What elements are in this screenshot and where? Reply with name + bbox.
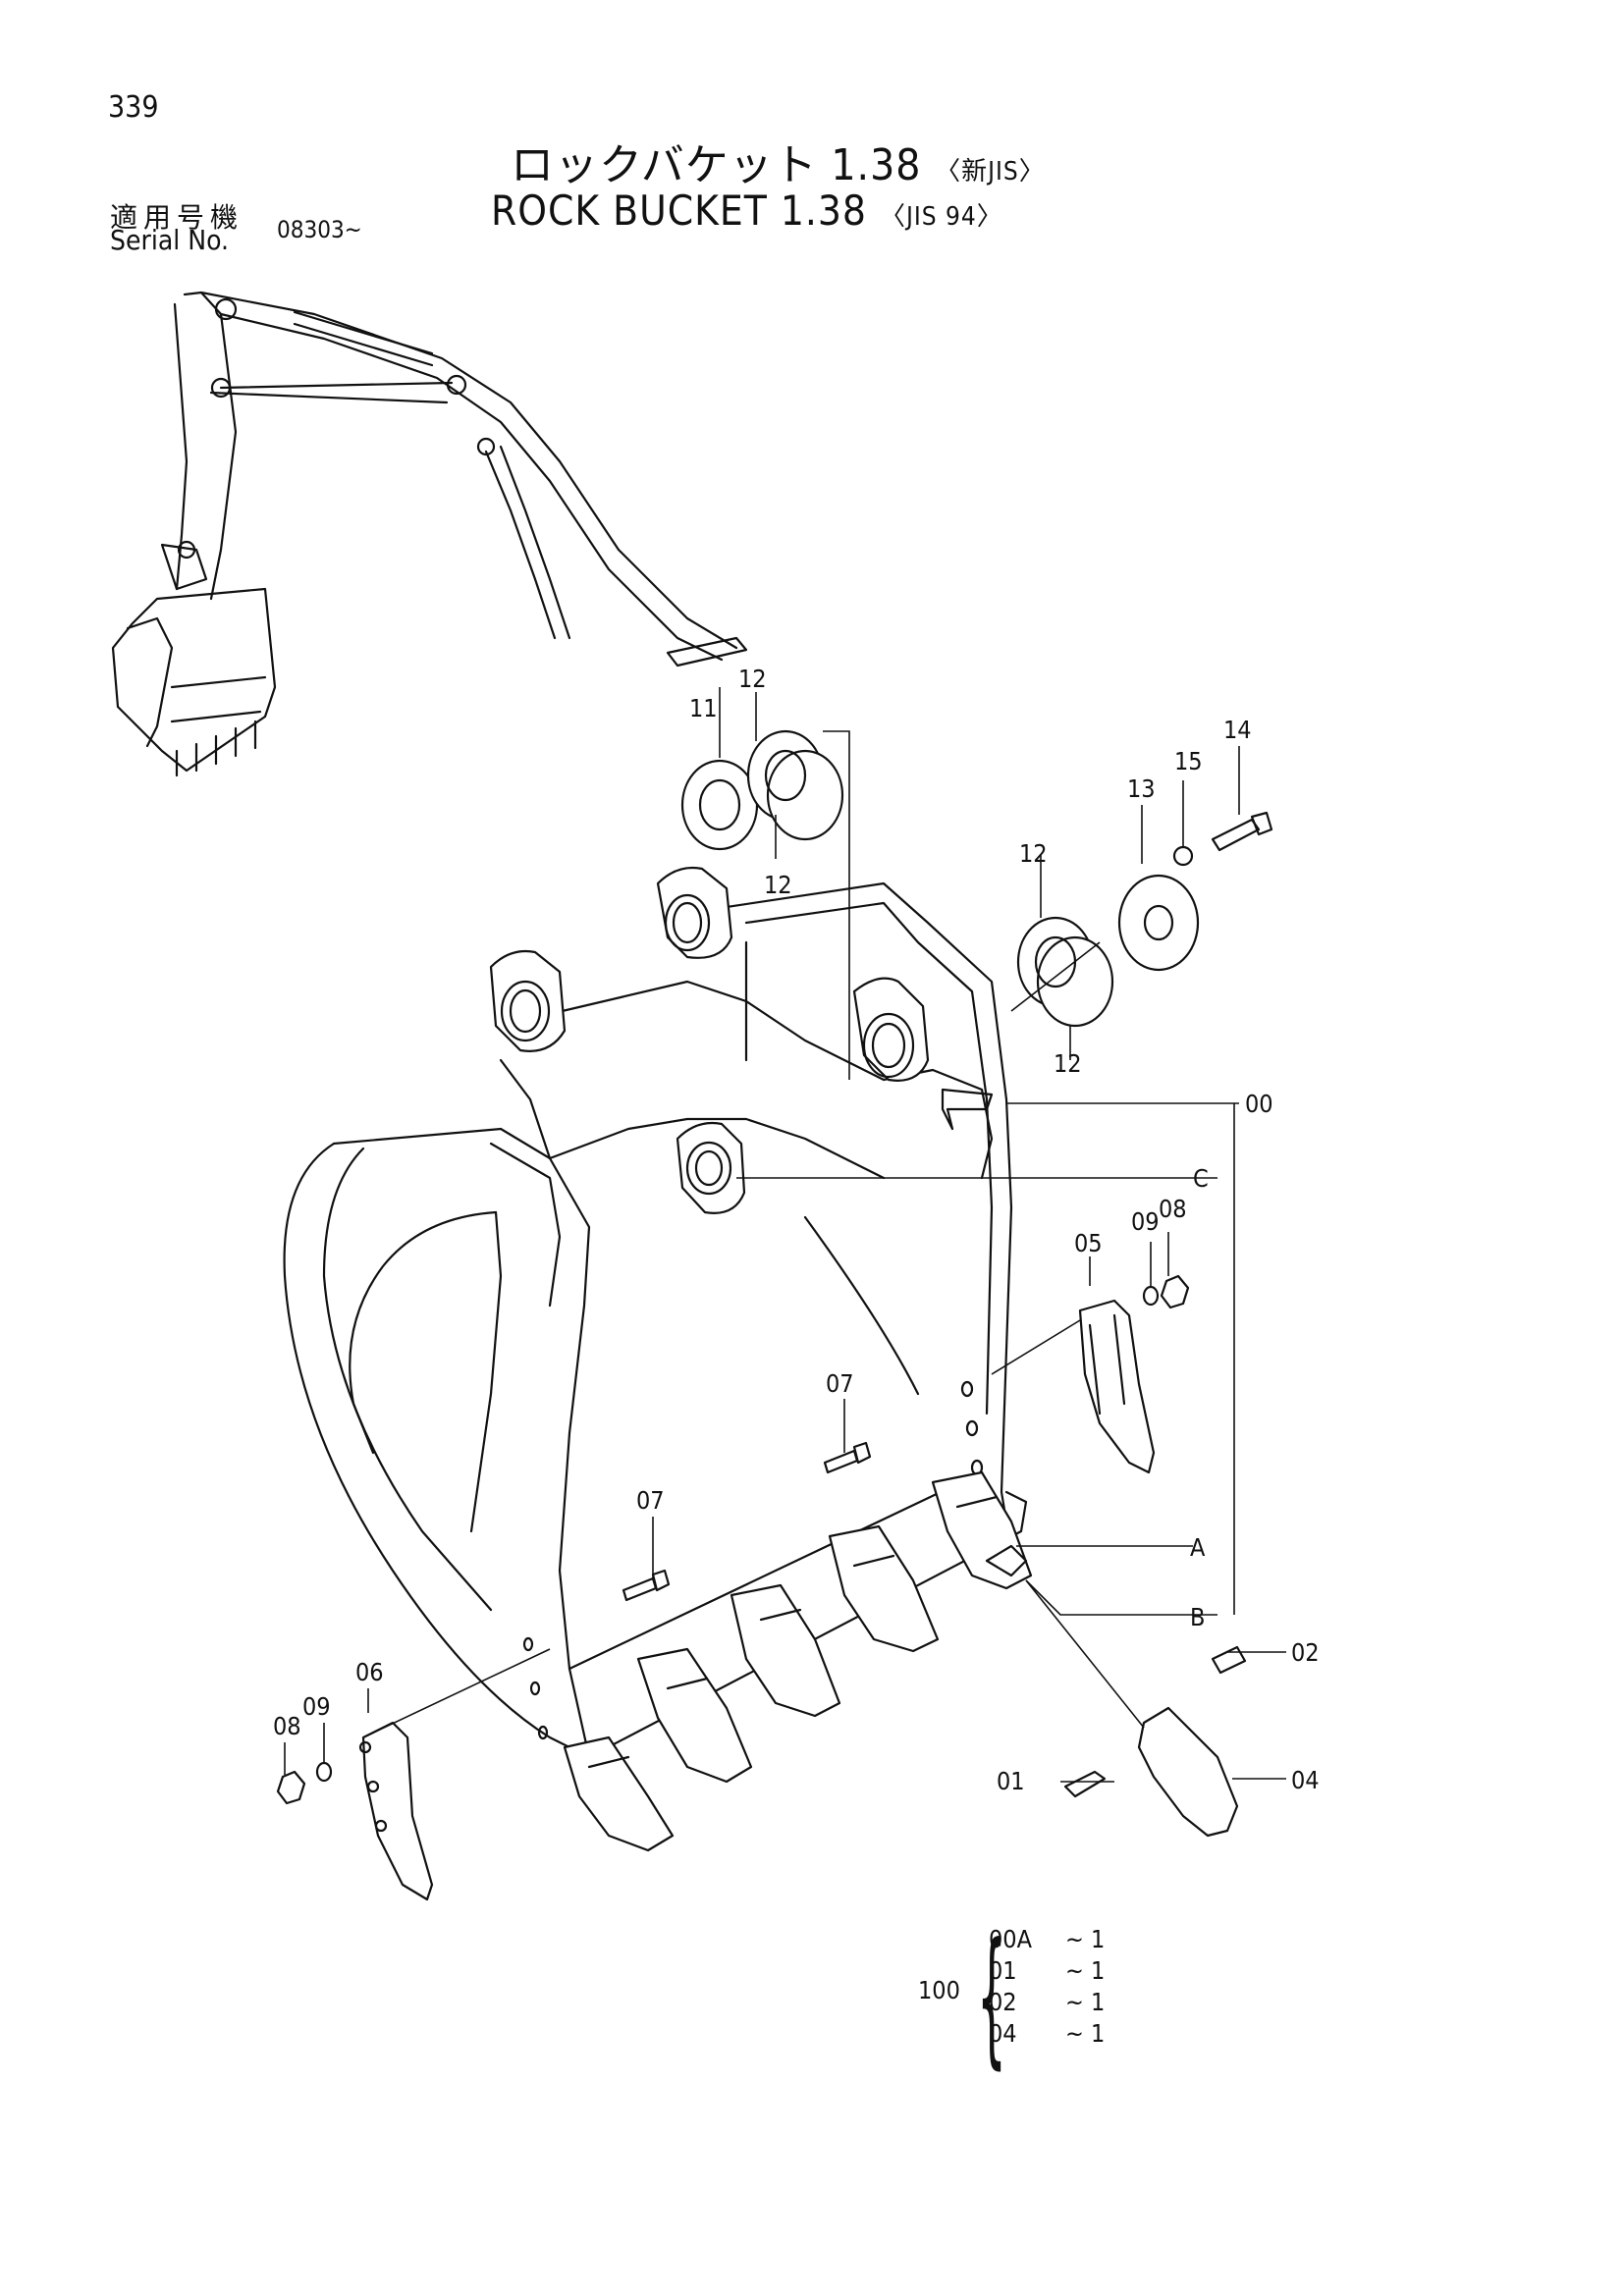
callout-12-right-lower: 12 <box>1054 1049 1082 1078</box>
title-jp-standard: 〈新JIS〉 <box>935 157 1046 187</box>
callout-12-right-upper: 12 <box>1019 839 1048 868</box>
kit-item: 00A ~ 1 <box>989 1924 1105 1955</box>
callout-a: A <box>1190 1533 1206 1562</box>
title-english: ROCK BUCKET 1.38 〈JIS 94〉 <box>491 187 1003 235</box>
kit-item: 04 ~ 1 <box>989 2018 1105 2050</box>
page-number: 339 <box>108 90 159 125</box>
callout-05: 05 <box>1074 1229 1103 1257</box>
callout-14: 14 <box>1223 716 1252 744</box>
kit-item: 01 ~ 1 <box>989 1955 1105 1987</box>
callout-11: 11 <box>689 694 718 722</box>
bucket-body <box>283 866 1028 1759</box>
callout-labels: 11 12 12 12 12 13 15 14 00 C A B 05 09 0… <box>273 665 1320 1795</box>
kit-item-code: 01 <box>989 1956 1017 1985</box>
title-en-text: ROCK BUCKET 1.38 <box>491 187 867 235</box>
callout-07-lower: 07 <box>636 1486 665 1515</box>
title-en-standard: 〈JIS 94〉 <box>879 202 1003 232</box>
kit-item-qty: ~ 1 <box>1065 1925 1106 1953</box>
kit-item-code: 04 <box>989 2019 1017 2048</box>
callout-09-lower: 09 <box>302 1692 331 1721</box>
excavator-overview-illustration <box>111 291 748 777</box>
pin-bushing-parts <box>680 729 1273 1028</box>
serial-label-jp: 適用号機 <box>110 201 244 234</box>
callout-00: 00 <box>1245 1090 1273 1118</box>
callout-01: 01 <box>997 1767 1025 1795</box>
kit-item-qty: ~ 1 <box>1065 1956 1106 1985</box>
kit-item-qty: ~ 1 <box>1065 2019 1106 2048</box>
tooth-assembly-detail <box>1063 1645 1247 1838</box>
callout-12-lower: 12 <box>764 871 792 899</box>
leader-lines <box>284 687 1286 1783</box>
title-jp-text: ロックバケット 1.38 <box>511 140 922 190</box>
kit-item-qty: ~ 1 <box>1065 1988 1106 2016</box>
callout-13: 13 <box>1127 774 1156 803</box>
callout-04: 04 <box>1291 1766 1320 1794</box>
callout-15: 15 <box>1174 747 1203 775</box>
serial-value: 08303~ <box>277 216 362 243</box>
kit-item: 02 ~ 1 <box>989 1987 1105 2018</box>
callout-12-upper: 12 <box>738 665 767 693</box>
kit-brace: { <box>977 1912 1007 2083</box>
callout-08-lower: 08 <box>273 1712 301 1740</box>
callout-08-upper: 08 <box>1159 1195 1187 1223</box>
side-cutters <box>358 1299 1156 1901</box>
callout-06: 06 <box>355 1658 384 1686</box>
kit-item-code: 00A <box>989 1925 1032 1953</box>
title-japanese: ロックバケット 1.38 〈新JIS〉 <box>511 130 1046 192</box>
hardware-bolts-nuts <box>276 1274 1190 1805</box>
callout-02: 02 <box>1291 1638 1320 1667</box>
callout-07-upper: 07 <box>826 1369 854 1398</box>
kit-items: 00A ~ 1 01 ~ 1 02 ~ 1 04 ~ 1 <box>989 1924 1105 2050</box>
kit-number: 100 <box>918 1976 960 2004</box>
serial-label-en: Serial No. <box>110 224 230 256</box>
callout-c: C <box>1193 1164 1209 1193</box>
bucket-teeth <box>563 1470 1033 1852</box>
callout-b: B <box>1190 1603 1205 1631</box>
kit-item-code: 02 <box>989 1988 1017 2016</box>
callout-09-upper: 09 <box>1131 1207 1160 1236</box>
